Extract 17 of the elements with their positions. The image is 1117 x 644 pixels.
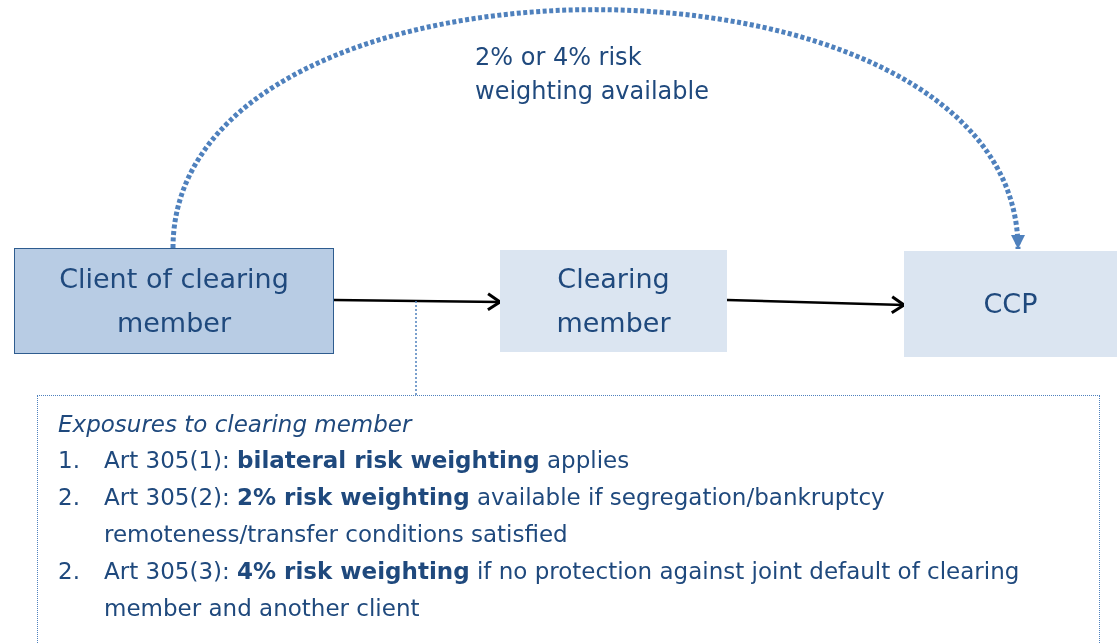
leader-line — [415, 299, 417, 396]
process-box — [904, 251, 1117, 357]
arrow — [170, 7, 1022, 250]
node-label: CCP — [983, 287, 1038, 321]
node-label: Clearing member — [555, 262, 672, 340]
node-label: Client of clearing member — [58, 262, 290, 340]
note-heading: Exposures to clearing member — [58, 410, 414, 439]
list-item-text: Art 305(3): 4% risk weighting if no protection against joint default of clearing member and another client — [104, 557, 1021, 623]
list-number: 1. — [58, 446, 81, 475]
process-box — [500, 250, 727, 352]
list-number: 2. — [58, 557, 81, 586]
note-box — [37, 395, 1100, 644]
process-box — [14, 248, 334, 354]
arrow — [726, 295, 906, 315]
list-number: 2. — [58, 483, 81, 512]
list-item-text: Art 305(1): bilateral risk weighting applies — [104, 446, 630, 475]
arrow — [334, 292, 502, 312]
